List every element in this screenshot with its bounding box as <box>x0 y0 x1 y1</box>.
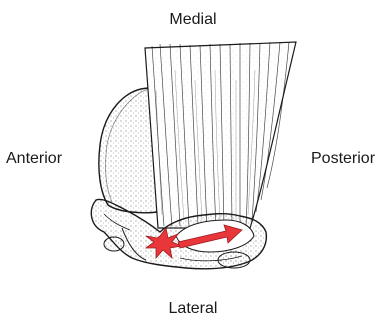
label-medial: Medial <box>0 12 386 28</box>
label-posterior: Posterior <box>311 151 375 167</box>
label-lateral: Lateral <box>0 301 386 317</box>
tendon-fibers <box>145 42 296 228</box>
label-anterior: Anterior <box>6 151 62 167</box>
